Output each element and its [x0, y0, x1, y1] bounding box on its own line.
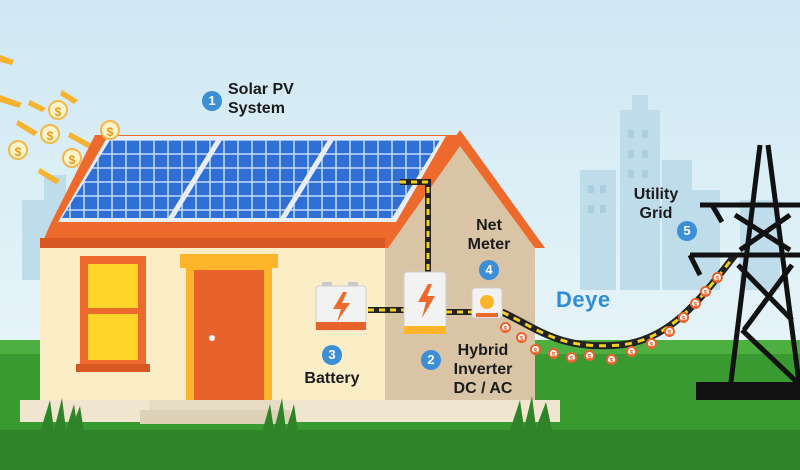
- badge-2: 2: [421, 350, 441, 370]
- house-side-wall: [385, 140, 535, 400]
- coin-icon: $: [62, 148, 82, 168]
- label-battery: Battery: [304, 370, 360, 387]
- sun-ray-icon: [0, 55, 92, 184]
- coin-icon: $: [584, 350, 595, 361]
- solar-panel-cells: [62, 140, 216, 218]
- window-pane: [88, 314, 138, 360]
- coin-icon: $: [566, 352, 577, 363]
- badge-4: 4: [479, 260, 499, 280]
- coin-icon: $: [40, 124, 60, 144]
- coin-icon: $: [8, 140, 28, 160]
- badge-1: 1: [202, 91, 222, 111]
- door-canopy: [180, 254, 278, 268]
- solar-panel-cells: [174, 140, 328, 218]
- label-solar-pv-system: Solar PV System: [228, 81, 294, 117]
- battery-unit: [315, 282, 367, 331]
- badge-5: 5: [677, 221, 697, 241]
- coin-icon: $: [712, 272, 723, 283]
- dc-cable-stripe: [400, 180, 430, 275]
- lightning-icon: [418, 284, 435, 318]
- roof-edge: [40, 238, 385, 248]
- tower-base: [696, 382, 800, 400]
- lightning-icon: [333, 292, 350, 322]
- door-step: [140, 410, 290, 424]
- city-windows: [588, 130, 648, 213]
- coin-icon: $: [516, 332, 527, 343]
- door-step: [150, 400, 280, 412]
- net-meter-unit: [471, 287, 503, 319]
- label-hybrid-inverter: Hybrid Inverter DC / AC: [453, 342, 513, 397]
- coin-icon: $: [646, 338, 657, 349]
- coin-icon: $: [548, 348, 559, 359]
- solar-panels: [58, 136, 446, 222]
- badge-3: 3: [322, 345, 342, 365]
- coin-icon: $: [626, 346, 637, 357]
- transmission-tower-icon: [687, 144, 800, 391]
- coin-icon: $: [690, 298, 701, 309]
- coin-icon: $: [530, 344, 541, 355]
- coin-icon: $: [700, 286, 711, 297]
- label-net-meter: Net Meter: [467, 217, 511, 253]
- solar-panel-cells: [286, 140, 440, 218]
- window-sill: [76, 364, 150, 372]
- grass-tuft-icon: [40, 396, 552, 432]
- coin-icon: $: [606, 354, 617, 365]
- grass-front: [0, 430, 800, 470]
- brand-logo: Deye: [556, 287, 611, 312]
- coin-icon: $: [100, 120, 120, 140]
- label-utility-grid: Utility Grid: [633, 186, 679, 222]
- window-pane: [88, 264, 138, 308]
- coin-icon: $: [500, 322, 511, 333]
- coin-icon: $: [678, 312, 689, 323]
- coin-icon: $: [48, 100, 68, 120]
- door-knob: [209, 335, 215, 341]
- inverter-unit: [403, 271, 447, 335]
- door: [194, 270, 264, 400]
- gable-trim: [378, 130, 545, 248]
- coin-icon: $: [664, 326, 675, 337]
